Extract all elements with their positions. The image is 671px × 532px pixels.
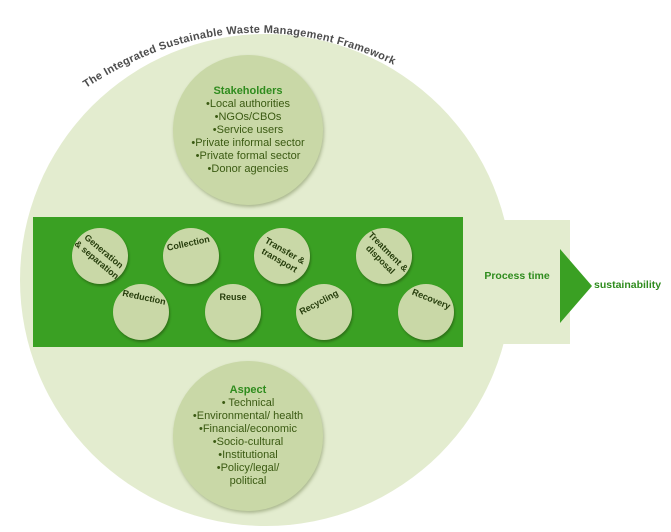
aspect-title: Aspect [229,384,267,396]
aspect-item: •Institutional [218,449,278,461]
process-time-label: Process time [484,270,550,282]
stakeholder-item: •Donor agencies [207,162,289,175]
aspect-item: • Technical [221,397,275,409]
aspect-item: •Environmental/ health [192,410,304,422]
element-recovery: Recovery [398,284,454,340]
aspect-circle: Aspect • Technical •Environmental/ healt… [173,361,323,511]
stakeholder-item: •NGOs/CBOs [214,110,282,123]
aspect-item: •Policy/legal/ political [216,462,280,487]
element-recycling: Recycling [296,284,352,340]
stakeholder-item: •Private formal sector [195,149,301,162]
element-reduction: Reduction [113,284,169,340]
sustainability-label: sustainability [594,279,662,291]
process-arrow-head [560,249,592,323]
element-transfer-transport: Transfer & transport [254,228,310,284]
stakeholder-item: •Local authorities [206,97,290,110]
element-treatment-disposal: Treatment & disposal [356,228,412,284]
aspect-item: •Financial/economic [198,423,297,435]
aspect-item: •Socio-cultural [212,436,284,448]
element-reuse: Reuse [205,284,261,340]
stakeholder-item: •Service users [212,123,284,136]
element-collection: Collection [163,228,219,284]
element-generation-separation: Generation & separation [72,228,128,284]
stakeholders-title: Stakeholders [213,84,283,97]
stakeholders-circle: Stakeholders •Local authorities •NGOs/CB… [173,55,323,205]
stakeholder-item: •Private informal sector [191,136,305,149]
process-arrow-body [463,220,570,344]
